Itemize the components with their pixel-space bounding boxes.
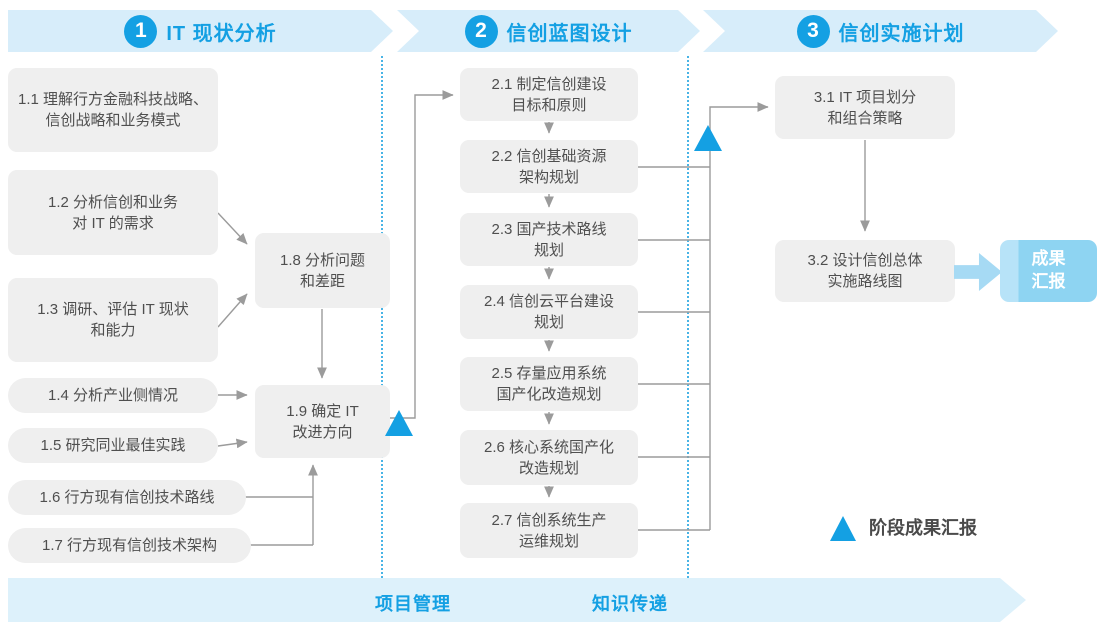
task-box-1-2: 1.2 分析信创和业务 对 IT 的需求 xyxy=(8,170,218,255)
legend-triangle-icon xyxy=(830,516,856,541)
task-box-1-5: 1.5 研究同业最佳实践 xyxy=(8,428,218,463)
task-box-2-4: 2.4 信创云平台建设 规划 xyxy=(460,285,638,339)
task-box-3-2: 3.2 设计信创总体 实施路线图 xyxy=(775,240,955,302)
phase-1-number-badge: 1 xyxy=(124,15,157,48)
task-box-1-9: 1.9 确定 IT 改进方向 xyxy=(255,385,390,458)
task-box-3-1: 3.1 IT 项目划分 和组合策略 xyxy=(775,76,955,139)
legend-label: 阶段成果汇报 xyxy=(869,518,977,538)
task-box-2-3: 2.3 国产技术路线 规划 xyxy=(460,213,638,266)
legend: 阶段成果汇报 xyxy=(830,514,977,541)
phase-separator-2 xyxy=(687,56,689,578)
outcome-arrow xyxy=(954,253,1002,291)
milestone-triangle-phase-2 xyxy=(694,125,722,151)
task-box-1-8: 1.8 分析问题 和差距 xyxy=(255,233,390,308)
task-box-1-3: 1.3 调研、评估 IT 现状 和能力 xyxy=(8,278,218,362)
phase-2-number-badge: 2 xyxy=(465,15,498,48)
phase-1-title: IT 现状分析 xyxy=(166,22,277,45)
task-box-2-2: 2.2 信创基础资源 架构规划 xyxy=(460,140,638,193)
task-box-2-7: 2.7 信创系统生产 运维规划 xyxy=(460,503,638,558)
phase-banner-1: 1 IT 现状分析 xyxy=(8,10,393,52)
footer-item-project-management: 项目管理 xyxy=(375,594,451,614)
task-box-2-5: 2.5 存量应用系统 国产化改造规划 xyxy=(460,357,638,411)
phase-3-title: 信创实施计划 xyxy=(838,22,965,45)
phase-3-number-badge: 3 xyxy=(797,15,830,48)
footer-item-knowledge-transfer: 知识传递 xyxy=(592,594,668,614)
outcome-box: 成果 汇报 xyxy=(1000,240,1097,302)
task-box-2-6: 2.6 核心系统国产化 改造规划 xyxy=(460,430,638,485)
phase-2-title: 信创蓝图设计 xyxy=(506,22,633,45)
task-box-2-1: 2.1 制定信创建设 目标和原则 xyxy=(460,68,638,121)
milestone-triangle-phase-1 xyxy=(385,410,413,436)
task-box-1-6: 1.6 行方现有信创技术路线 xyxy=(8,480,246,515)
phase-banner-3: 3 信创实施计划 xyxy=(703,10,1058,52)
phase-separator-1 xyxy=(381,56,383,578)
task-box-1-7: 1.7 行方现有信创技术架构 xyxy=(8,528,251,563)
task-box-1-1: 1.1 理解行方金融科技战略、 信创战略和业务模式 xyxy=(8,68,218,152)
task-box-1-4: 1.4 分析产业侧情况 xyxy=(8,378,218,413)
phase-banner-2: 2 信创蓝图设计 xyxy=(397,10,700,52)
footer-banner xyxy=(8,578,1026,622)
